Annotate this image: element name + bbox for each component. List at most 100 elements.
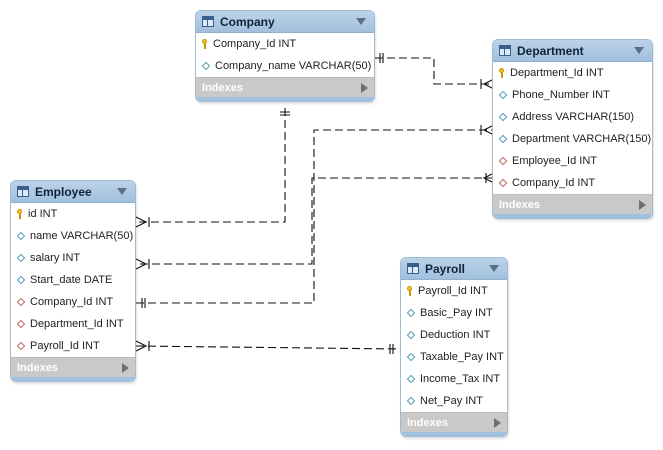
column-row[interactable]: Deduction INT: [401, 324, 507, 346]
foreign-key-diamond-icon: [16, 297, 26, 307]
column-label: Payroll_Id INT: [30, 340, 100, 352]
column-label: Net_Pay INT: [420, 395, 483, 407]
column-row[interactable]: salary INT: [11, 247, 135, 269]
entity-footer: [401, 432, 507, 436]
entity-header[interactable]: Department: [493, 40, 652, 62]
column-row[interactable]: Payroll_Id INT: [11, 335, 135, 357]
relationship-department-employee[interactable]: [136, 177, 494, 265]
entity-company[interactable]: Company Company_Id INT Company_name VARC…: [195, 10, 375, 102]
column-row[interactable]: Phone_Number INT: [493, 84, 652, 106]
diamond-icon: [498, 112, 508, 122]
column-row[interactable]: Taxable_Pay INT: [401, 346, 507, 368]
diamond-icon: [406, 352, 416, 362]
key-icon: [201, 39, 208, 49]
expand-arrow-icon[interactable]: [361, 82, 368, 93]
column-label: Address VARCHAR(150): [512, 111, 635, 123]
column-row[interactable]: Payroll_Id INT: [401, 280, 507, 302]
relationship-company-employee[interactable]: [136, 108, 286, 223]
column-label: Start_date DATE: [30, 274, 113, 286]
indexes-bar[interactable]: Indexes: [196, 77, 374, 97]
entity-footer: [196, 97, 374, 101]
column-row[interactable]: Employee_Id INT: [493, 150, 652, 172]
indexes-bar[interactable]: Indexes: [11, 357, 135, 377]
column-row[interactable]: Basic_Pay INT: [401, 302, 507, 324]
diamond-icon: [498, 134, 508, 144]
entity-title: Department: [517, 43, 584, 58]
one-marker: [141, 298, 146, 308]
column-row[interactable]: Net_Pay INT: [401, 390, 507, 412]
relationship-payroll-employee[interactable]: [135, 345, 403, 350]
indexes-bar[interactable]: Indexes: [401, 412, 507, 432]
column-row[interactable]: Department_Id INT: [493, 62, 652, 84]
entity-header[interactable]: Payroll: [401, 258, 507, 280]
column-label: salary INT: [30, 252, 81, 264]
indexes-label: Indexes: [202, 81, 243, 94]
many-marker: [482, 172, 495, 184]
diamond-icon: [498, 90, 508, 100]
indexes-label: Indexes: [17, 361, 58, 374]
column-label: Department_Id INT: [510, 67, 604, 79]
column-label: Taxable_Pay INT: [420, 351, 504, 363]
key-icon: [498, 68, 505, 78]
table-icon: [407, 263, 419, 274]
column-row[interactable]: Company_Id INT: [11, 291, 135, 313]
entity-employee[interactable]: Employee id INT name VARCHAR(50) salary …: [10, 180, 136, 382]
collapse-arrow-icon[interactable]: [117, 188, 127, 195]
column-label: Deduction INT: [420, 329, 491, 341]
many-marker: [135, 216, 150, 228]
diamond-icon: [406, 330, 416, 340]
column-label: name VARCHAR(50): [30, 230, 134, 242]
entity-header[interactable]: Company: [196, 11, 374, 33]
diamond-icon: [201, 61, 211, 71]
many-marker: [135, 258, 150, 270]
indexes-bar[interactable]: Indexes: [493, 194, 652, 214]
expand-arrow-icon[interactable]: [494, 417, 501, 428]
collapse-arrow-icon[interactable]: [356, 18, 366, 25]
collapse-arrow-icon[interactable]: [489, 265, 499, 272]
column-label: Payroll_Id INT: [418, 285, 488, 297]
column-row[interactable]: Department_Id INT: [11, 313, 135, 335]
diamond-icon: [16, 231, 26, 241]
diamond-icon: [406, 396, 416, 406]
column-label: Phone_Number INT: [512, 89, 610, 101]
column-row[interactable]: Company_Id INT: [493, 172, 652, 194]
diamond-icon: [406, 374, 416, 384]
column-row[interactable]: Department VARCHAR(150): [493, 128, 652, 150]
column-row[interactable]: Start_date DATE: [11, 269, 135, 291]
expand-arrow-icon[interactable]: [122, 362, 129, 373]
expand-arrow-icon[interactable]: [639, 199, 646, 210]
column-row[interactable]: Income_Tax INT: [401, 368, 507, 390]
table-icon: [202, 16, 214, 27]
table-icon: [17, 186, 29, 197]
collapse-arrow-icon[interactable]: [634, 47, 644, 54]
column-row[interactable]: id INT: [11, 203, 135, 225]
entity-title: Payroll: [425, 261, 466, 276]
diamond-icon: [16, 253, 26, 263]
entity-payroll[interactable]: Payroll Payroll_Id INT Basic_Pay INT Ded…: [400, 257, 508, 437]
foreign-key-diamond-icon: [498, 178, 508, 188]
indexes-label: Indexes: [499, 198, 540, 211]
column-row[interactable]: name VARCHAR(50): [11, 225, 135, 247]
many-marker: [135, 340, 150, 352]
many-marker: [480, 124, 495, 136]
diamond-icon: [16, 275, 26, 285]
one-marker: [379, 53, 384, 63]
relationship-company-department[interactable]: [375, 57, 494, 85]
column-row[interactable]: Company_name VARCHAR(50): [196, 55, 374, 77]
column-row[interactable]: Company_Id INT: [196, 33, 374, 55]
one-marker: [389, 344, 394, 354]
column-label: Employee_Id INT: [512, 155, 597, 167]
diamond-icon: [406, 308, 416, 318]
entity-header[interactable]: Employee: [11, 181, 135, 203]
foreign-key-diamond-icon: [16, 319, 26, 329]
entity-title: Company: [220, 14, 275, 29]
many-marker: [480, 78, 495, 90]
column-row[interactable]: Address VARCHAR(150): [493, 106, 652, 128]
column-label: Department VARCHAR(150): [512, 133, 652, 145]
relationship-employee-department[interactable]: [136, 129, 494, 304]
entity-department[interactable]: Department Department_Id INT Phone_Numbe…: [492, 39, 653, 219]
column-label: Company_Id INT: [512, 177, 596, 189]
column-label: Income_Tax INT: [420, 373, 501, 385]
entity-title: Employee: [35, 184, 92, 199]
